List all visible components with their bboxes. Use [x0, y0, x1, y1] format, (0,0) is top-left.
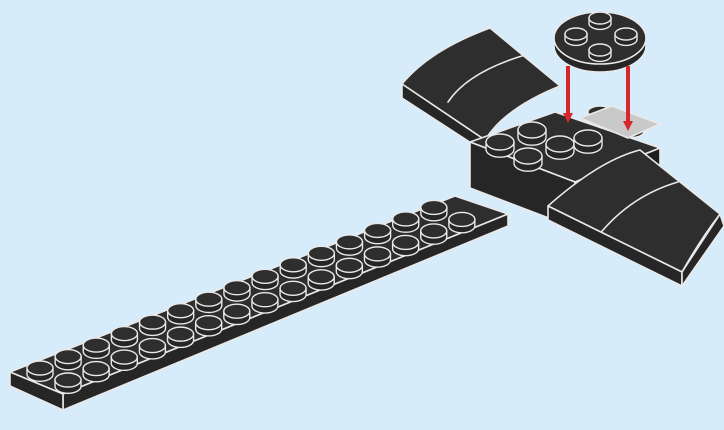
plate-stud	[224, 304, 250, 324]
plate-stud	[111, 350, 137, 370]
plate-stud	[336, 235, 362, 255]
plate-stud	[55, 350, 81, 370]
plate-stud	[140, 315, 166, 335]
plate-stud	[111, 327, 137, 347]
long-plate	[10, 196, 508, 410]
brick-stud	[518, 122, 546, 145]
brick-stud	[546, 136, 574, 159]
plate-stud	[449, 212, 475, 232]
plate-stud	[168, 327, 194, 347]
plate-stud	[308, 246, 334, 266]
plate-stud	[168, 304, 194, 324]
brick-stud	[486, 134, 514, 157]
round-plate-stud	[565, 28, 587, 45]
plate-stud	[421, 200, 447, 220]
round-plate-stud	[589, 12, 611, 29]
plate-stud	[27, 361, 53, 381]
round-plate-stud	[615, 28, 637, 45]
plate-stud	[83, 338, 109, 358]
plate-stud	[365, 223, 391, 243]
plate-stud	[55, 373, 81, 393]
plate-stud	[139, 339, 165, 359]
round-plate-stud	[589, 44, 611, 61]
round-plate	[554, 12, 646, 72]
plate-stud	[280, 258, 306, 278]
brick-stud	[514, 148, 542, 171]
plate-stud	[252, 293, 278, 313]
plate-stud	[83, 362, 109, 382]
plate-stud	[421, 224, 447, 244]
plate-stud	[252, 269, 278, 289]
plate-stud	[308, 270, 334, 290]
plate-stud	[224, 281, 250, 301]
plate-stud	[336, 258, 362, 278]
brick-stud	[574, 130, 602, 153]
plate-stud	[393, 235, 419, 255]
plate-stud	[280, 281, 306, 301]
plate-stud	[364, 247, 390, 267]
plate-stud	[393, 212, 419, 232]
plate-stud	[196, 316, 222, 336]
plate-stud	[196, 292, 222, 312]
